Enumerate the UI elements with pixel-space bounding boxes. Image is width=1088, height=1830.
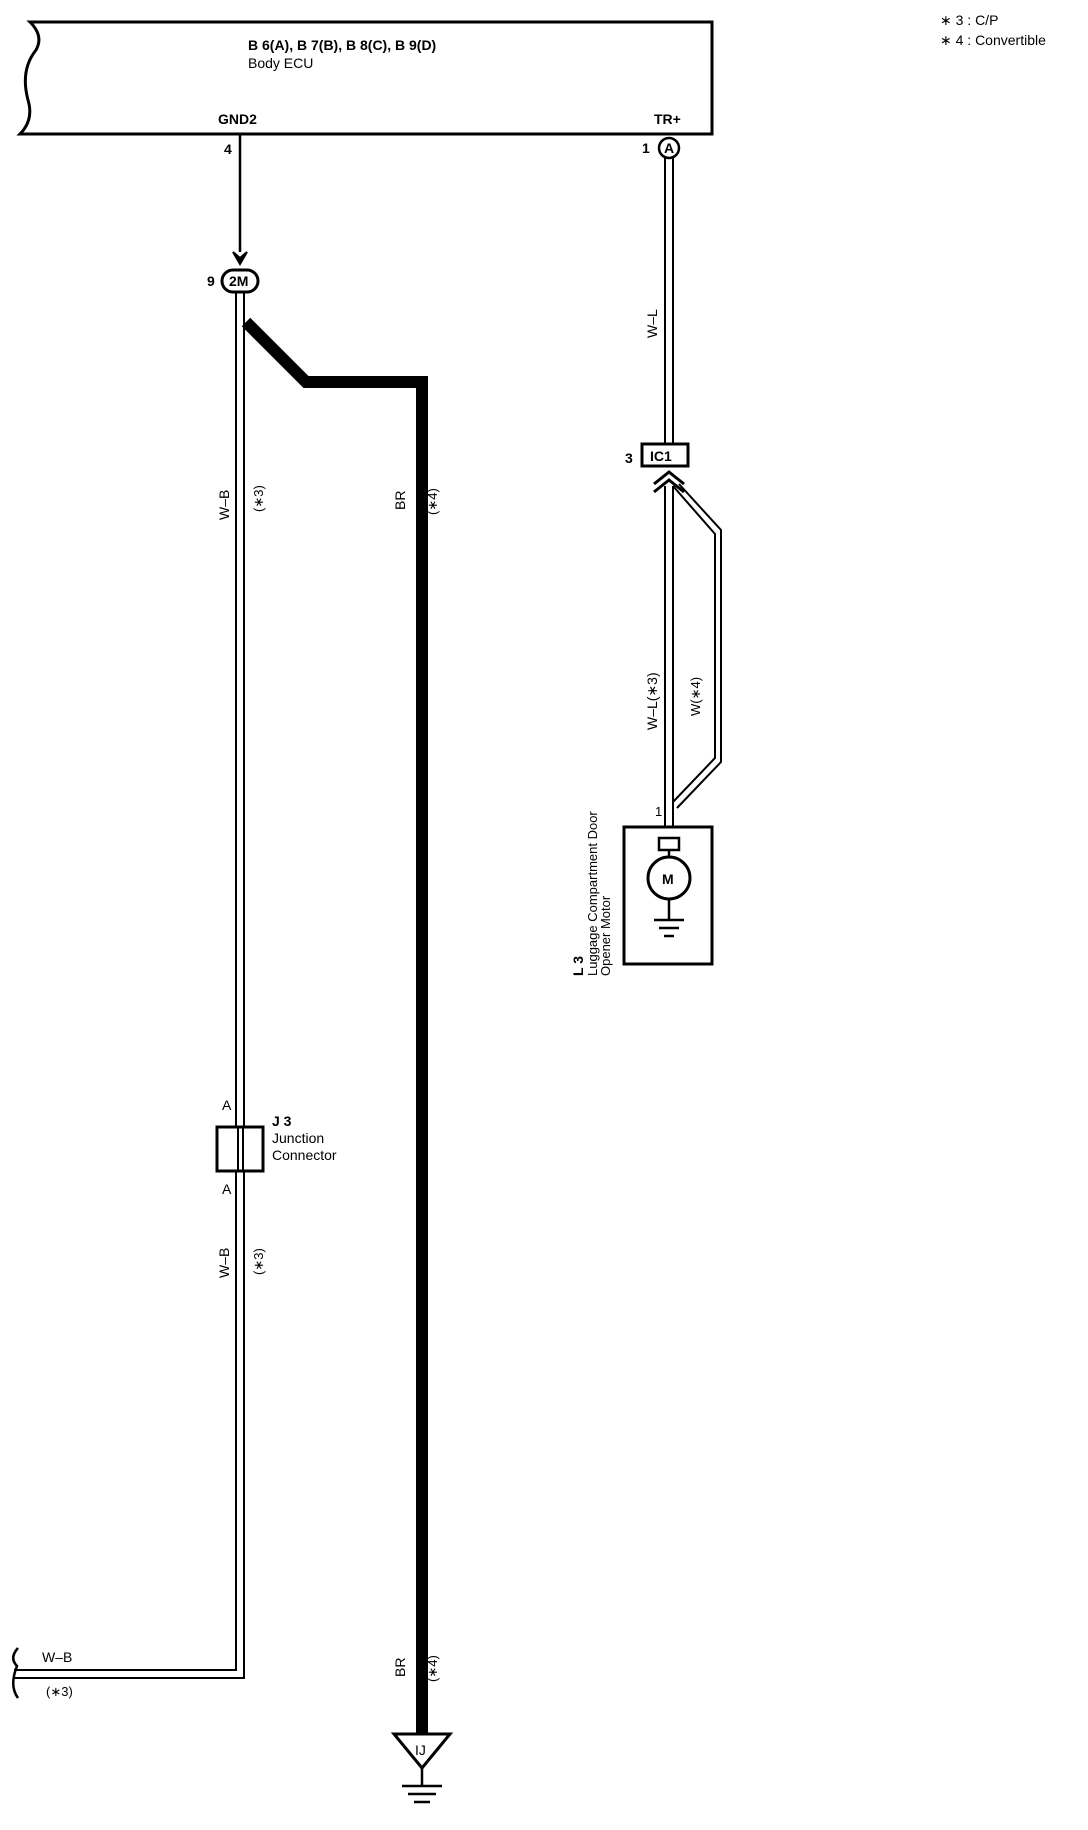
ic1-chevron: [653, 470, 685, 494]
ground-id-label: IJ: [415, 1742, 426, 1758]
ecu-name-label: Body ECU: [248, 55, 313, 71]
w-wire-alt-label: W(∗4): [688, 677, 703, 716]
junction-pin-bottom: A: [222, 1181, 232, 1197]
ecu-connector-a-label: A: [664, 140, 674, 156]
ecu-connectors-label: B 6(A), B 7(B), B 8(C), B 9(D): [248, 37, 436, 53]
wl-wire-upper-label: W–L: [644, 309, 660, 338]
ecu-pin-gnd2-number: 4: [224, 141, 232, 157]
motor-id-label: L 3: [570, 956, 586, 976]
br-wire-lower-label: BR: [392, 1658, 408, 1677]
ground-symbol: [390, 1732, 454, 1804]
junction-name-line2: Connector: [272, 1147, 337, 1163]
w-wire-alt: [672, 483, 722, 809]
motor-name-line1: Luggage Compartment Door: [585, 811, 600, 976]
motor-icon: [646, 855, 692, 901]
wb-wire-left-note: (∗3): [46, 1684, 73, 1699]
wb-wire-left-label: W–B: [42, 1649, 72, 1665]
body-ecu-box: [16, 20, 714, 136]
connector-ic1-pin: 3: [625, 450, 633, 466]
connector-ic1-box: [640, 442, 690, 468]
ecu-pin-tr-label: TR+: [654, 111, 681, 127]
ecu-connector-a-circle: [657, 136, 681, 160]
junction-pin-top: A: [222, 1097, 232, 1113]
wl-wire-lower: [664, 486, 674, 838]
junction-connector-box: [215, 1125, 265, 1173]
legend-note-3: ∗ 3 : C/P: [940, 12, 998, 28]
br-wire-lower-note: (∗4): [425, 1655, 440, 1682]
br-wire: [241, 317, 428, 1735]
motor-name-line2: Opener Motor: [598, 895, 613, 976]
legend-note-4: ∗ 4 : Convertible: [940, 32, 1046, 48]
wb-wire-upper-label: W–B: [216, 490, 232, 520]
motor-box: [622, 825, 714, 966]
connector-ic1-label: IC1: [650, 448, 672, 464]
wl-wire-upper: [664, 158, 674, 443]
ecu-pin-tr-number: 1: [642, 140, 650, 156]
connector-2m-oval: [220, 268, 260, 294]
wb-wire-lower: [12, 1171, 245, 1699]
motor-symbol-label: M: [662, 871, 674, 887]
junction-name-line1: Junction: [272, 1130, 324, 1146]
wl-wire-lower-label: W–L(∗3): [644, 672, 660, 730]
wb-wire-mid-note: (∗3): [251, 1248, 266, 1275]
ecu-pin-gnd2-label: GND2: [218, 111, 257, 127]
junction-id-label: J 3: [272, 1113, 292, 1129]
motor-pin: 1: [655, 804, 662, 819]
connector-2m-pin: 9: [207, 273, 215, 289]
gnd2-wire: [232, 134, 248, 266]
br-wire-upper-label: BR: [392, 491, 408, 510]
connector-2m-label: 2M: [229, 273, 248, 289]
br-wire-upper-note: (∗4): [425, 488, 440, 515]
wb-wire-upper: [235, 292, 245, 1127]
wb-wire-upper-note: (∗3): [251, 485, 266, 512]
wb-wire-mid-label: W–B: [216, 1248, 232, 1278]
